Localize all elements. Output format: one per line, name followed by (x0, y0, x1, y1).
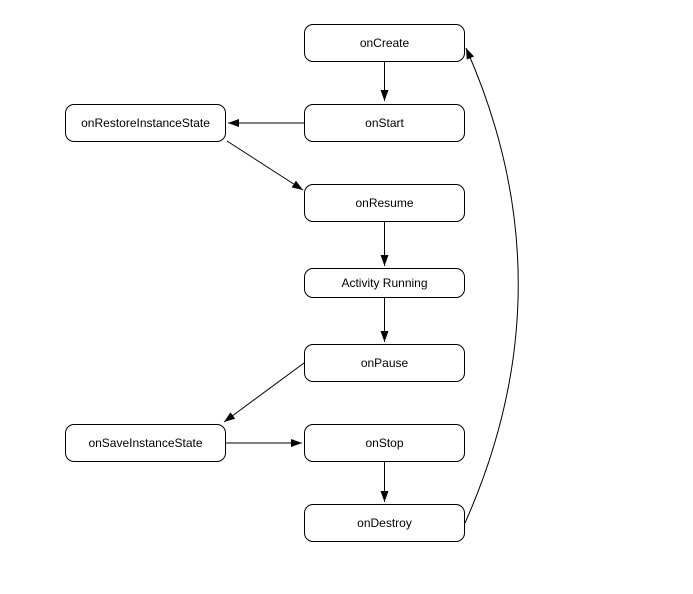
node-onsaveinstancestate: onSaveInstanceState (65, 424, 226, 462)
node-onresume-label: onResume (355, 196, 414, 210)
node-ondestroy-label: onDestroy (357, 516, 412, 530)
edge-onrestoreinstancestate-onresume-arrow (226, 140, 304, 191)
node-onstop: onStop (304, 424, 465, 462)
node-onrestoreinstancestate-label: onRestoreInstanceState (81, 116, 210, 130)
node-onrestoreinstancestate: onRestoreInstanceState (65, 104, 226, 142)
node-onsaveinstancestate-label: onSaveInstanceState (88, 436, 203, 450)
node-onresume: onResume (304, 184, 465, 222)
node-onpause-label: onPause (360, 356, 409, 370)
node-oncreate-label: onCreate (359, 36, 410, 50)
node-activity-running-label: Activity Running (341, 276, 428, 290)
node-onpause: onPause (304, 344, 465, 382)
node-onstart: onStart (304, 104, 465, 142)
node-onstart-label: onStart (365, 116, 404, 130)
edge-ondestroy-oncreate-curved-arrow (464, 47, 519, 524)
node-activity-running: Activity Running (304, 268, 465, 298)
node-ondestroy: onDestroy (304, 504, 465, 542)
edge-onpause-onsaveinstancestate-arrow (223, 362, 305, 423)
node-onstop-label: onStop (365, 436, 404, 450)
node-oncreate: onCreate (304, 24, 465, 62)
